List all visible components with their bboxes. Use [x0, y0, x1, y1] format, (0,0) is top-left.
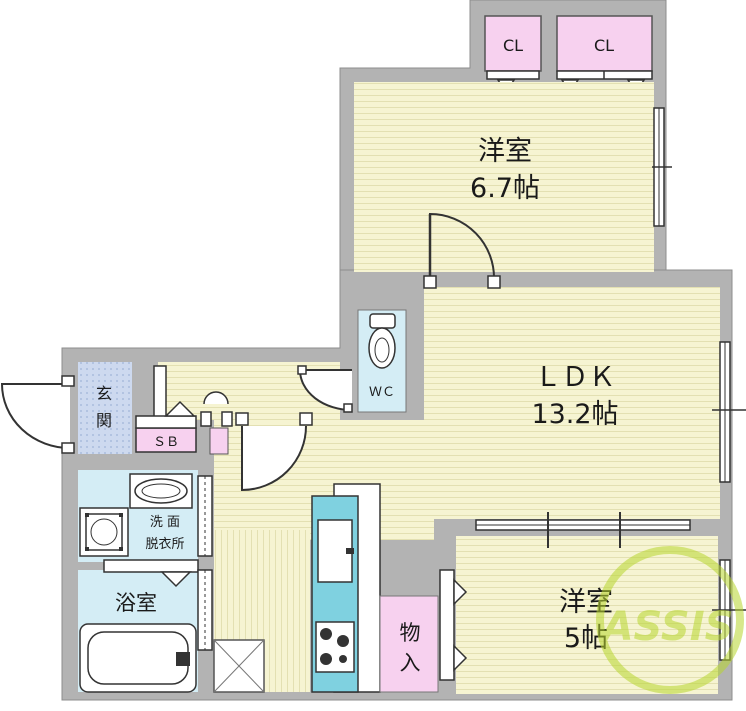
washroom-door — [235, 412, 313, 492]
kitchen-counter — [311, 483, 381, 693]
entrance-label-2: 関 — [96, 411, 112, 430]
western-room-1-size: 6.7帖 — [470, 173, 540, 204]
window-western-room-1 — [652, 107, 672, 227]
western-room-2: 洋室 5帖 — [456, 536, 718, 694]
closet-2: CL — [556, 15, 653, 94]
ldk-name: ＬＤＫ — [535, 362, 616, 393]
hall-storage — [200, 391, 233, 455]
shoe-box: ＳＢ — [135, 365, 197, 453]
ldk-size: 13.2帖 — [531, 399, 618, 430]
washroom: 洗 面 脱衣所 — [78, 470, 198, 562]
storage-room: 物 入 — [379, 595, 439, 693]
washroom-label-1: 洗 面 — [150, 515, 180, 530]
ldk-room: ＬＤＫ 13.2帖 — [214, 287, 720, 692]
bathroom: 浴室 — [78, 559, 213, 693]
storage-label-1: 物 — [400, 621, 421, 645]
washroom-sliding-door — [197, 475, 213, 557]
assis-watermark: ASSIS — [596, 546, 744, 694]
watermark-text: ASSIS — [600, 604, 734, 650]
bathroom-label: 浴室 — [115, 591, 157, 615]
western-room-1: 洋室 6.7帖 — [354, 82, 654, 272]
toilet-room: ＷＣ — [357, 309, 407, 413]
storage-doors — [439, 569, 468, 681]
fridge-space — [213, 639, 265, 693]
window-ldk — [712, 341, 746, 483]
washroom-label-2: 脱衣所 — [145, 536, 184, 552]
storage-label-2: 入 — [400, 651, 421, 675]
western-room-1-door — [423, 212, 501, 289]
western-room-1-name: 洋室 — [478, 136, 532, 167]
shoe-box-label: ＳＢ — [153, 435, 179, 450]
entrance-label-1: 玄 — [96, 384, 112, 403]
closet-1-label: CL — [503, 36, 523, 55]
partition-sliding-door — [475, 512, 691, 548]
toilet-door — [297, 365, 353, 413]
closet-2-label: CL — [594, 36, 614, 55]
toilet-label: ＷＣ — [369, 385, 395, 400]
front-door — [0, 375, 75, 454]
entrance: 玄 関 — [78, 362, 132, 454]
